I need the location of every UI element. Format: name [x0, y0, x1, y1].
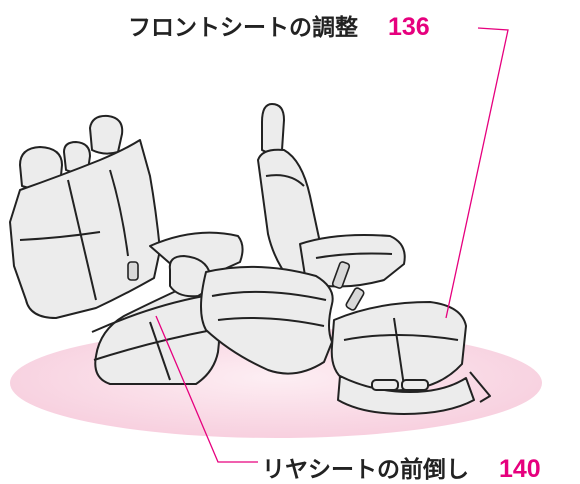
- front-seat-label: フロントシートの調整: [128, 15, 358, 41]
- rear-seat-callout: リヤシートの前倒し 140: [262, 450, 541, 484]
- front-seat-passenger: [168, 255, 491, 415]
- rear-seat-label: リヤシートの前倒し: [262, 457, 469, 483]
- front-leader-line: [445, 27, 509, 319]
- rear-seat-page-link[interactable]: 140: [499, 455, 541, 483]
- front-seat-driver: [257, 103, 406, 288]
- seat-belt-buckles: [127, 261, 365, 311]
- front-seat-page-link[interactable]: 136: [388, 13, 430, 41]
- rear-seat: [9, 114, 244, 385]
- front-seat-callout: フロントシートの調整 136: [128, 8, 430, 42]
- rear-leader-line: [155, 315, 258, 463]
